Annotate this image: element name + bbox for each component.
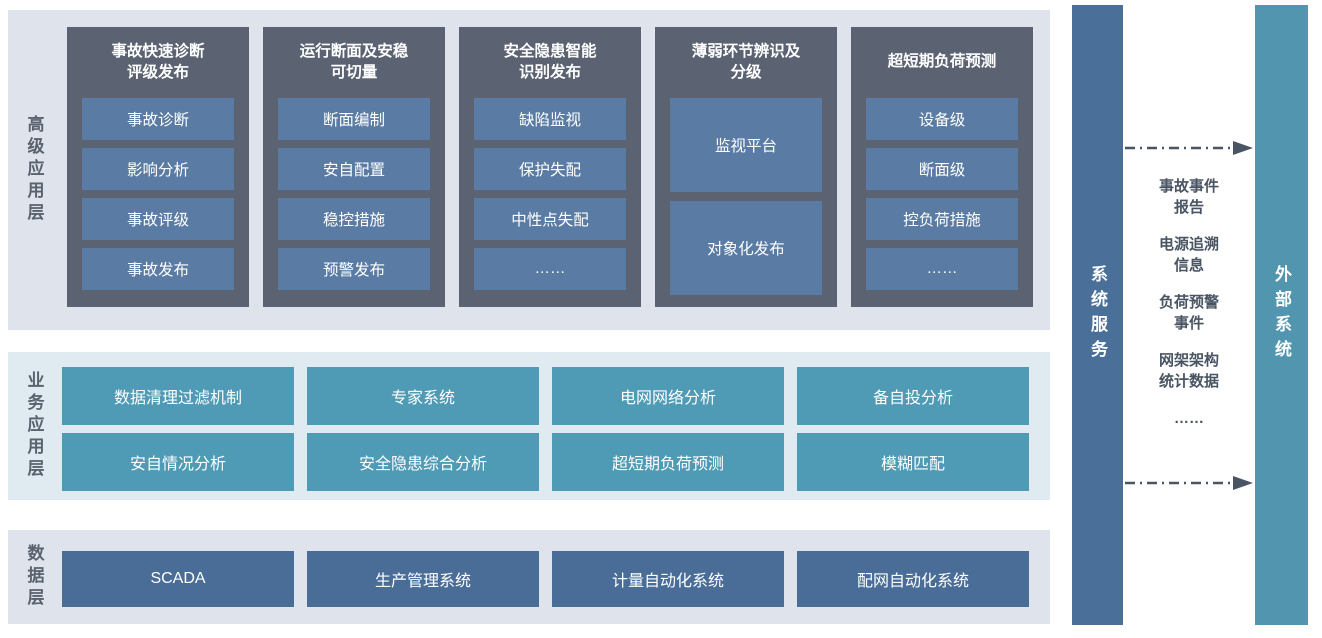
panel-items: 监视平台 对象化发布 [670, 98, 822, 295]
arrow-right-icon [1125, 141, 1253, 155]
data-source: SCADA [62, 551, 294, 607]
data-source: 计量自动化系统 [552, 551, 784, 607]
panel-accident-diagnosis: 事故快速诊断 评级发布 事故诊断 影响分析 事故评级 事故发布 [67, 27, 249, 307]
module-chip: 设备级 [866, 98, 1018, 140]
module-chip: 事故发布 [82, 248, 234, 290]
module-chip: 对象化发布 [670, 201, 822, 295]
module-chip: 事故诊断 [82, 98, 234, 140]
module-chip: 稳控措施 [278, 198, 430, 240]
exchange-item: 网架架构 统计数据 [1158, 352, 1219, 390]
panel-load-forecast: 超短期负荷预测 设备级 断面级 控负荷措施 …… [851, 27, 1033, 307]
panel-title: 事故快速诊断 评级发布 [111, 42, 205, 81]
module-chip: 断面编制 [278, 98, 430, 140]
module-chip: 控负荷措施 [866, 198, 1018, 240]
data-source: 配网自动化系统 [797, 551, 1029, 607]
external-systems-bar: 外部系统 [1255, 5, 1308, 625]
panel-operation-section: 运行断面及安稳 可切量 断面编制 安自配置 稳控措施 预警发布 [263, 27, 445, 307]
data-layer-label: 数据层 [24, 544, 44, 610]
external-systems-label: 外部系统 [1272, 265, 1291, 365]
business-module: 数据清理过滤机制 [62, 367, 294, 425]
module-chip ellipsis-chip: …… [866, 248, 1018, 290]
module-chip: 影响分析 [82, 148, 234, 190]
panel-weak-link: 薄弱环节辨识及 分级 监视平台 对象化发布 [655, 27, 837, 307]
business-row-1: 数据清理过滤机制 专家系统 电网网络分析 备自投分析 [62, 367, 1032, 425]
business-module: 电网网络分析 [552, 367, 784, 425]
panel-title: 运行断面及安稳 可切量 [299, 42, 409, 81]
business-layer-label-wrap: 业务应用层 [8, 352, 60, 500]
panel-items: 事故诊断 影响分析 事故评级 事故发布 [82, 98, 234, 290]
advanced-panels-row: 事故快速诊断 评级发布 事故诊断 影响分析 事故评级 事故发布 运行断面及安稳 … [67, 27, 1033, 307]
exchange-item-ellipsis: …… [1174, 410, 1204, 427]
module-chip: 监视平台 [670, 98, 822, 192]
business-row-2: 安自情况分析 安全隐患综合分析 超短期负荷预测 模糊匹配 [62, 433, 1032, 491]
panel-title: 薄弱环节辨识及 分级 [691, 42, 801, 81]
arrow-right-icon [1125, 476, 1253, 490]
panel-title: 安全隐患智能 识别发布 [503, 42, 597, 81]
panel-hidden-danger: 安全隐患智能 识别发布 缺陷监视 保护失配 中性点失配 …… [459, 27, 641, 307]
advanced-layer-label-wrap: 高级应用层 [8, 10, 60, 330]
data-source-row: SCADA 生产管理系统 计量自动化系统 配网自动化系统 [62, 551, 1029, 607]
module-chip: 断面级 [866, 148, 1018, 190]
exchange-item: 负荷预警 事件 [1158, 294, 1219, 332]
business-module: 备自投分析 [797, 367, 1029, 425]
business-module: 超短期负荷预测 [552, 433, 784, 491]
business-module: 模糊匹配 [797, 433, 1029, 491]
data-layer-label-wrap: 数据层 [8, 530, 60, 624]
business-module: 专家系统 [307, 367, 539, 425]
exchange-data-list: 事故事件 报告 电源追溯 信息 负荷预警 事件 网架架构 统计数据 …… [1123, 176, 1255, 429]
advanced-layer-label: 高级应用层 [24, 115, 44, 225]
data-source: 生产管理系统 [307, 551, 539, 607]
system-services-bar: 系统服务 [1072, 5, 1123, 625]
panel-items: 设备级 断面级 控负荷措施 …… [866, 98, 1018, 290]
exchange-item: 事故事件 报告 [1158, 178, 1219, 216]
panel-items: 缺陷监视 保护失配 中性点失配 …… [474, 98, 626, 290]
module-chip: 预警发布 [278, 248, 430, 290]
module-chip ellipsis-chip: …… [474, 248, 626, 290]
module-chip: 中性点失配 [474, 198, 626, 240]
panel-title: 超短期负荷预测 [887, 53, 997, 71]
business-module: 安全隐患综合分析 [307, 433, 539, 491]
business-layer-label: 业务应用层 [24, 371, 44, 481]
panel-items: 断面编制 安自配置 稳控措施 预警发布 [278, 98, 430, 290]
module-chip: 保护失配 [474, 148, 626, 190]
business-module: 安自情况分析 [62, 433, 294, 491]
module-chip: 事故评级 [82, 198, 234, 240]
module-chip: 缺陷监视 [474, 98, 626, 140]
exchange-item: 电源追溯 信息 [1158, 236, 1219, 274]
module-chip: 安自配置 [278, 148, 430, 190]
business-grid: 数据清理过滤机制 专家系统 电网网络分析 备自投分析 安自情况分析 安全隐患综合… [62, 367, 1032, 491]
system-services-label: 系统服务 [1088, 265, 1107, 365]
